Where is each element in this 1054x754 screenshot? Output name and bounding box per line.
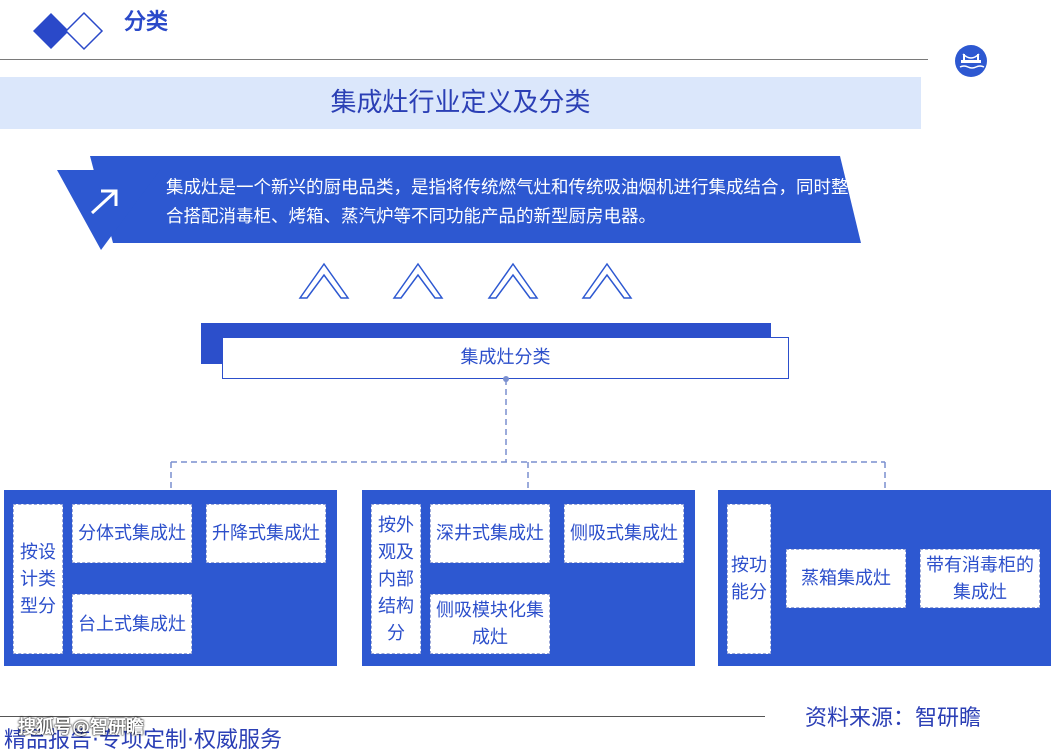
diamond-logo-icon — [33, 11, 104, 51]
group-item: 深井式集成灶 — [430, 504, 550, 563]
group-category-label: 按外观及内部结构分 — [371, 504, 421, 654]
footer-slogan: 精品报告·专项定制·权威服务 — [4, 728, 282, 753]
group-item: 侧吸模块化集成灶 — [430, 594, 550, 654]
group-item: 带有消毒柜的集成灶 — [920, 549, 1040, 608]
arrow-up-right-icon — [90, 189, 118, 215]
chevron-up-icon — [392, 262, 444, 299]
classification-title: 集成灶分类 — [222, 337, 789, 379]
banner-title: 集成灶行业定义及分类 — [330, 88, 591, 118]
group-item: 分体式集成灶 — [72, 504, 192, 563]
tree-connectors — [170, 376, 886, 490]
footer-divider — [0, 716, 765, 717]
chevron-up-icon — [487, 262, 539, 299]
bridge-logo-icon — [955, 45, 987, 77]
banner — [0, 77, 921, 129]
group-item: 台上式集成灶 — [72, 594, 192, 654]
group-category-label: 按功能分 — [727, 504, 771, 654]
chevron-up-icon — [298, 262, 350, 299]
group-item: 升降式集成灶 — [206, 504, 326, 563]
header-divider — [0, 59, 928, 60]
group-item: 蒸箱集成灶 — [786, 549, 906, 608]
definition-text: 集成灶是一个新兴的厨电品类，是指将传统燃气灶和传统吸油烟机进行集成结合，同时整合… — [166, 178, 849, 227]
source-note: 资料来源：智研瞻 — [805, 706, 982, 731]
chevron-up-icon — [581, 262, 633, 299]
group-item: 侧吸式集成灶 — [564, 504, 684, 563]
definition-ribbon — [57, 156, 861, 250]
group-category-label: 按设计类型分 — [13, 504, 63, 654]
watermark: 搜狐号@智研瞻 — [18, 717, 144, 738]
header-title: 分类 — [124, 10, 169, 35]
